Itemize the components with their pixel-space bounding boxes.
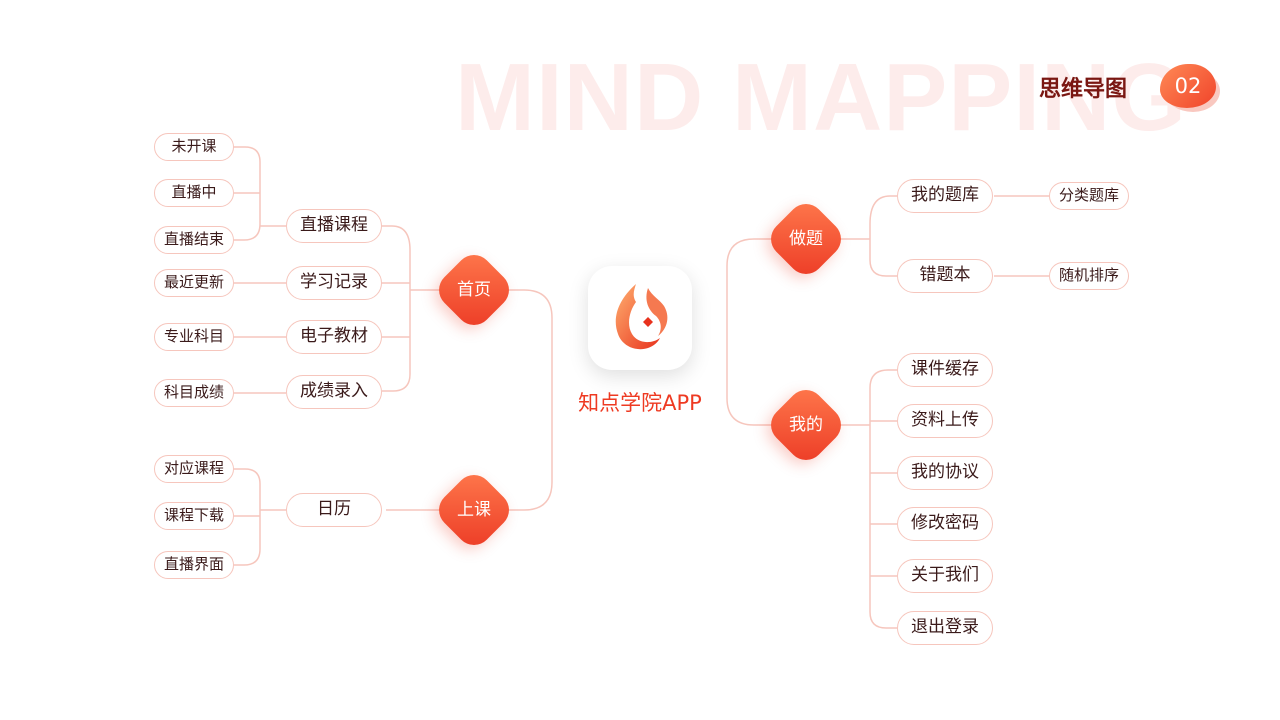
node-upload-materials[interactable]: 资料上传 (897, 404, 993, 438)
link-center-practice (726, 238, 806, 380)
link-center-class (474, 440, 553, 511)
node-calendar[interactable]: 日历 (286, 493, 382, 527)
app-logo (588, 266, 692, 370)
hub-class[interactable]: 上课 (457, 500, 491, 520)
watermark-text: MIND MAPPING (455, 44, 1187, 151)
leaf-matched-course[interactable]: 对应课程 (154, 455, 234, 483)
node-logout[interactable]: 退出登录 (897, 611, 993, 645)
leaf-not-started[interactable]: 未开课 (154, 133, 234, 161)
node-my-agreement[interactable]: 我的协议 (897, 456, 993, 490)
node-ebook[interactable]: 电子教材 (286, 320, 382, 354)
leaf-subject-score[interactable]: 科目成绩 (154, 379, 234, 407)
badge-number: 02 (1160, 64, 1216, 108)
link-center-mine (726, 380, 806, 426)
section-number-badge: 02 (1160, 64, 1220, 112)
link-home-children (380, 225, 460, 392)
node-about-us[interactable]: 关于我们 (897, 559, 993, 593)
link-practice-children (840, 195, 897, 277)
leaf-category-bank[interactable]: 分类题库 (1049, 182, 1129, 210)
link-center-home (474, 289, 553, 440)
node-change-password[interactable]: 修改密码 (897, 507, 993, 541)
leaf-live-ended[interactable]: 直播结束 (154, 226, 234, 254)
leaf-live-now[interactable]: 直播中 (154, 179, 234, 207)
node-my-question-bank[interactable]: 我的题库 (897, 179, 993, 213)
link-calendar-children (234, 468, 286, 566)
node-study-record[interactable]: 学习记录 (286, 266, 382, 300)
node-courseware-cache[interactable]: 课件缓存 (897, 353, 993, 387)
hub-mine[interactable]: 我的 (789, 415, 823, 435)
hub-practice[interactable]: 做题 (789, 229, 823, 249)
leaf-recent-update[interactable]: 最近更新 (154, 269, 234, 297)
link-mine-children (840, 369, 897, 629)
leaf-random-order[interactable]: 随机排序 (1049, 262, 1129, 290)
node-score-entry[interactable]: 成绩录入 (286, 375, 382, 409)
section-title: 思维导图 (1039, 77, 1128, 102)
leaf-course-download[interactable]: 课程下载 (154, 502, 234, 530)
app-name: 知点学院APP (578, 391, 702, 415)
leaf-major-subject[interactable]: 专业科目 (154, 323, 234, 351)
link-live-children (234, 146, 286, 241)
node-live-course[interactable]: 直播课程 (286, 209, 382, 243)
flame-logo-icon (615, 284, 668, 350)
hub-home[interactable]: 首页 (457, 280, 491, 300)
leaf-live-screen[interactable]: 直播界面 (154, 551, 234, 579)
node-wrong-answers[interactable]: 错题本 (897, 259, 993, 293)
